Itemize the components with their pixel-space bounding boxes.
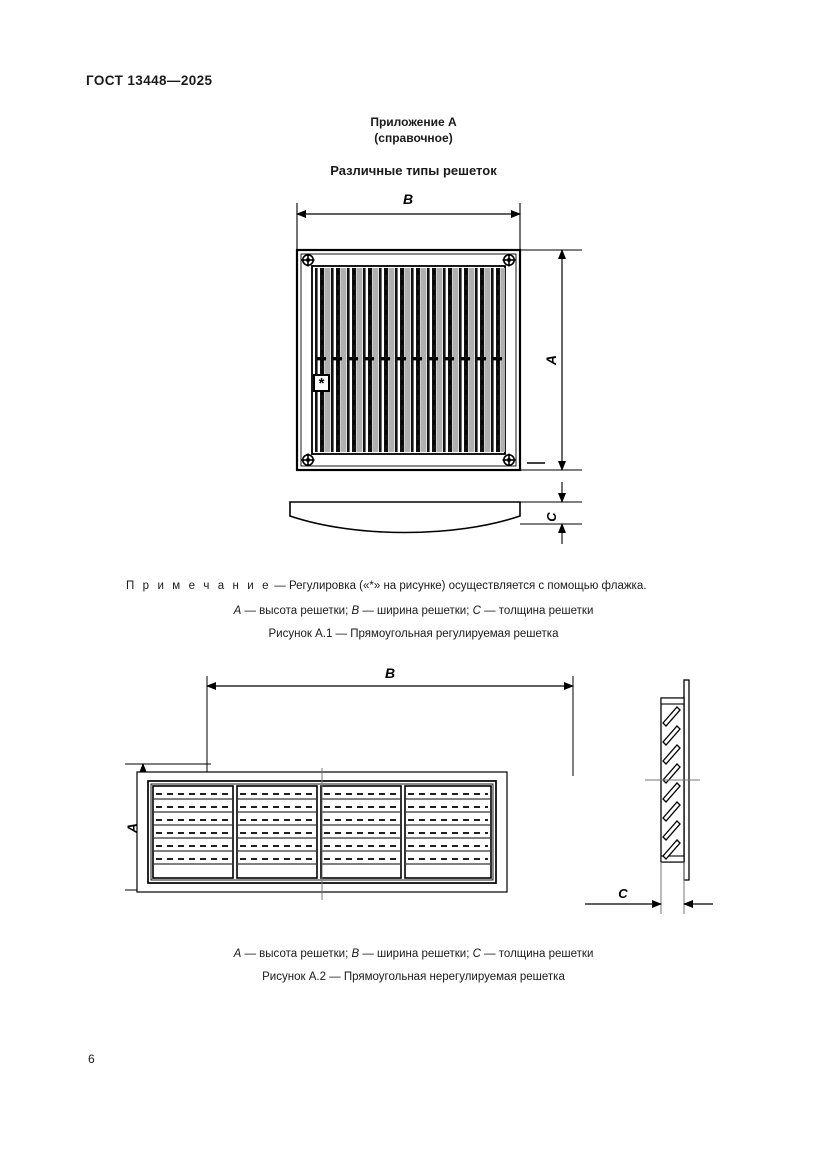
legend-b-text: — ширина решетки; (359, 605, 473, 617)
figure-a2-side-view (645, 679, 700, 881)
legend-a-text: — высота решетки; (241, 605, 352, 617)
figure-a1-caption: Рисунок А.1 — Прямоугольная регулируемая… (268, 628, 559, 640)
figure-a2-thickness-dimension: C (585, 862, 713, 914)
annex-heading: Приложение А (370, 115, 457, 129)
legend-a-text: — высота решетки; (241, 948, 352, 960)
figure-a1-svg: * (289, 191, 582, 544)
adjust-marker-glyph: * (319, 375, 325, 392)
figure-a1-profile-view (289, 482, 582, 544)
page-number: 6 (88, 1052, 95, 1066)
figure-a1-screws (301, 253, 516, 467)
note-text: — Регулировка («*» на рисунке) осуществл… (271, 580, 647, 592)
figure-a2-svg: C B A (124, 668, 713, 914)
note-label: П р и м е ч а н и е (126, 580, 272, 592)
section-title: Различные типы решеток (330, 163, 497, 178)
legend-c-text: — толщина решетки (480, 948, 594, 960)
legend-c-symbol: C (472, 605, 481, 617)
legend-a-symbol: A (233, 948, 242, 960)
figure-a2-height-label: A (124, 823, 140, 834)
legend-b-symbol: B (351, 948, 360, 960)
louvre-panel (404, 785, 492, 879)
figure-a1-height-label: A (543, 355, 559, 366)
legend-c-text: — толщина решетки (480, 605, 594, 617)
figure-a1-blades (315, 268, 505, 452)
louvre-panel (152, 785, 234, 879)
figure-a2-thickness-label: C (618, 886, 628, 901)
figure-a2-panels (152, 785, 492, 879)
figure-a1-thickness-label: C (544, 512, 559, 522)
legend-a-symbol: A (233, 605, 242, 617)
louvre-panel (236, 785, 318, 879)
figure-a2-legend: A — высота решетки; B — ширина решетки; … (0, 948, 827, 960)
figure-a1-width-label: B (403, 191, 413, 207)
louvre-panel (320, 785, 402, 879)
legend-b-symbol: B (351, 605, 360, 617)
standard-header: ГОСТ 13448—2025 (86, 73, 213, 88)
figure-a2-width-label: B (385, 668, 395, 681)
annex-subheading: (справочное) (374, 131, 453, 145)
adjustment-flag-marker: * (313, 374, 330, 392)
legend-c-symbol: C (472, 948, 481, 960)
figure-a2-caption: Рисунок А.2 — Прямоугольная нерегулируем… (262, 971, 565, 983)
figure-a2-drawing: C B A (115, 668, 715, 930)
figure-a1-note: П р и м е ч а н и е — Регулировка («*» н… (126, 580, 646, 592)
figure-a1-drawing: * (270, 190, 610, 560)
figure-a1-legend: A — высота решетки; B — ширина решетки; … (0, 605, 827, 617)
legend-b-text: — ширина решетки; (359, 948, 473, 960)
